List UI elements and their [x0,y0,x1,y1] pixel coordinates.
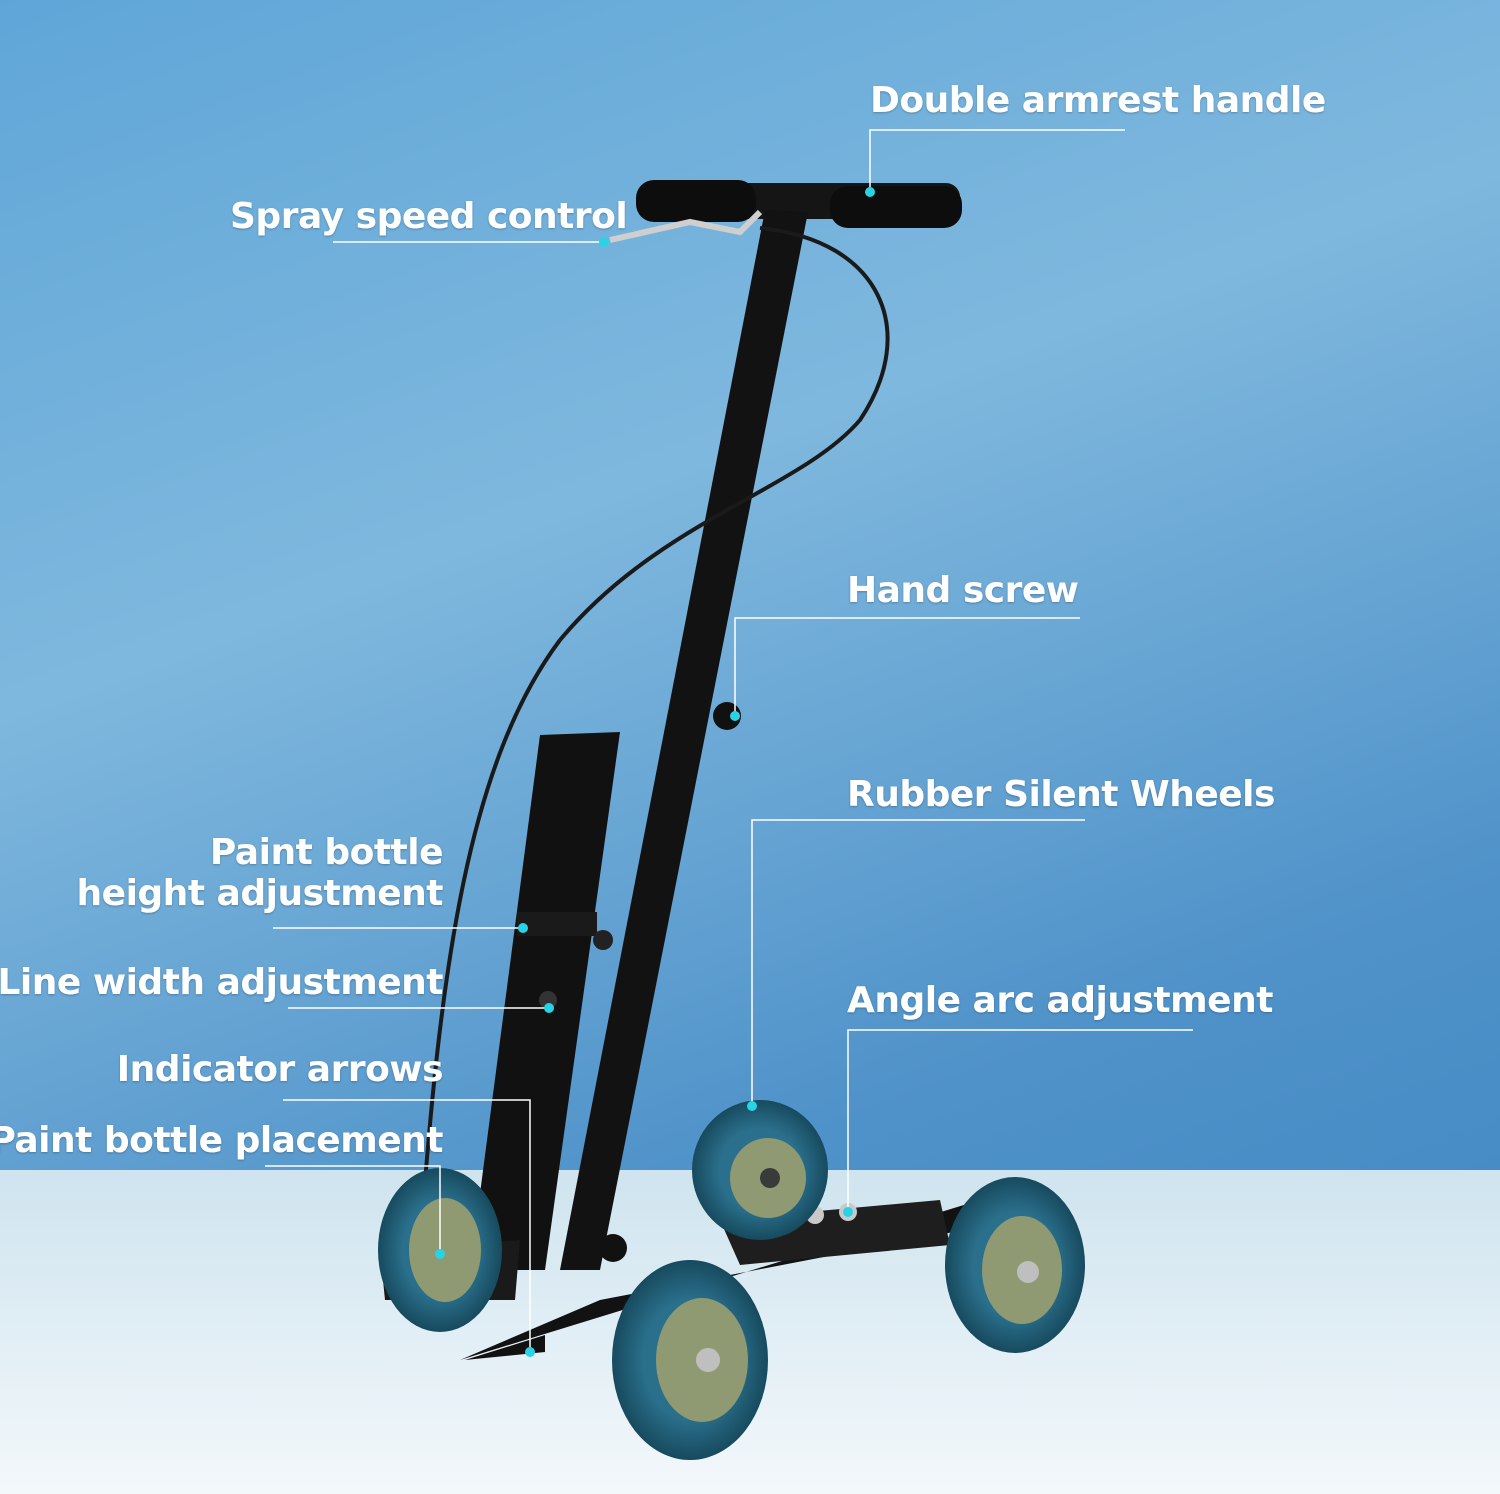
wheel-front-left [612,1260,768,1460]
cable [418,226,890,1251]
label-double-armrest-handle: Double armrest handle [870,80,1326,121]
label-indicator-arrows: Indicator arrows [116,1049,444,1090]
label-spray-speed-control: Spray speed control [230,196,628,237]
label-paint-bottle-placement: Paint bottle placement [0,1120,443,1161]
left-grip [636,180,756,222]
wheel-front-right [945,1177,1085,1353]
indicator-arrow [465,1335,545,1360]
label-paint-bottle-height-adjustment: Paint bottle height adjustment [76,832,444,915]
leader-double-armrest-handle [869,129,1125,192]
leader-indicator-arrows [283,1099,531,1352]
label-line-width-adjustment: Line width adjustment [0,962,443,1003]
wheel-back-right [692,1100,828,1240]
handlebar [609,180,962,243]
leader-paint-bottle-placement [265,1165,441,1254]
leader-hand-screw [734,617,1080,716]
label-angle-arc-adjustment: Angle arc adjustment [847,980,1273,1021]
label-paint-bottle-height-line2: height adjustment [76,873,444,915]
label-hand-screw: Hand screw [847,570,1079,611]
label-paint-bottle-height-line1: Paint bottle [209,832,444,873]
right-grip [830,186,962,228]
leader-rubber-silent-wheels [751,819,1085,1106]
main-pole [560,210,808,1270]
hand-screw-knob [713,702,741,730]
callout-dots [435,187,875,1357]
leader-angle-arc [847,1029,1193,1212]
label-rubber-silent-wheels: Rubber Silent Wheels [847,774,1275,815]
callout-lines [265,129,1193,1352]
bottle-holder [470,732,620,1270]
